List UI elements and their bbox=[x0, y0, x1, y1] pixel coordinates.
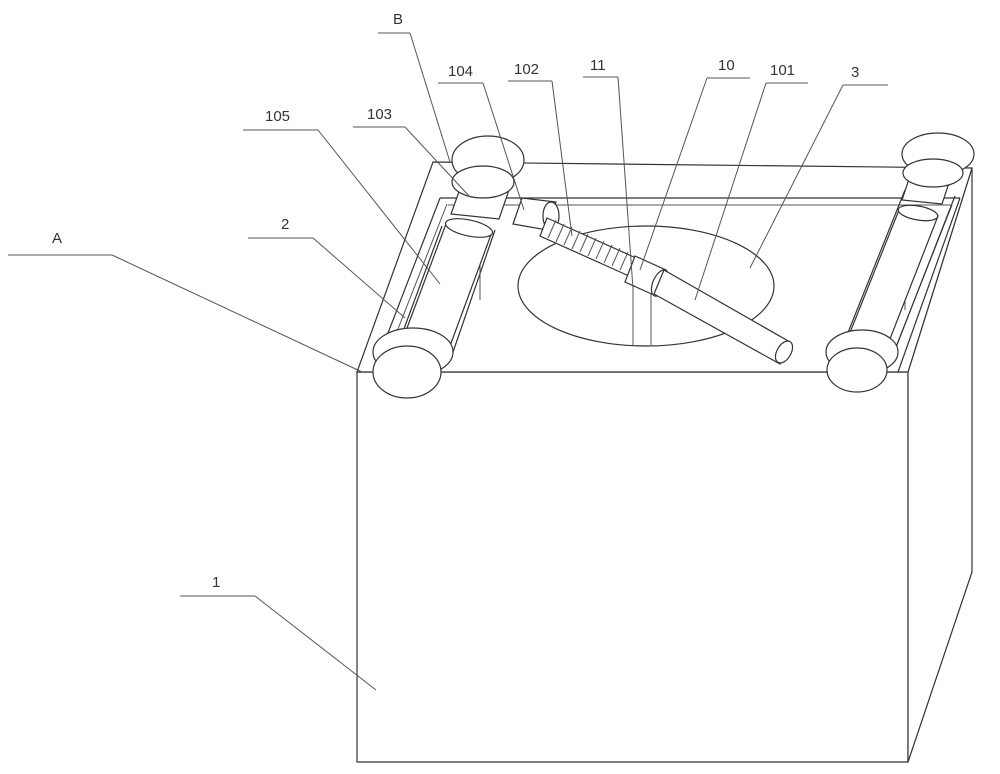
label-3: 3 bbox=[851, 64, 859, 81]
label-101: 101 bbox=[770, 62, 795, 79]
rod-assembly bbox=[512, 197, 794, 365]
label-103: 103 bbox=[367, 106, 392, 123]
leader-lines bbox=[8, 32, 888, 691]
label-105: 105 bbox=[265, 108, 290, 125]
label-1: 1 bbox=[212, 574, 220, 591]
left-roller-assembly bbox=[372, 135, 525, 399]
label-102: 102 bbox=[514, 61, 539, 78]
label-10: 10 bbox=[718, 57, 735, 74]
right-roller-assembly bbox=[825, 132, 975, 393]
label-A: A bbox=[52, 230, 62, 247]
label-104: 104 bbox=[448, 63, 473, 80]
label-11: 11 bbox=[590, 57, 606, 74]
label-2: 2 bbox=[281, 216, 289, 233]
label-B: B bbox=[393, 11, 403, 28]
reference-labels: A B 105 103 2 104 102 11 10 101 3 1 bbox=[52, 11, 859, 591]
